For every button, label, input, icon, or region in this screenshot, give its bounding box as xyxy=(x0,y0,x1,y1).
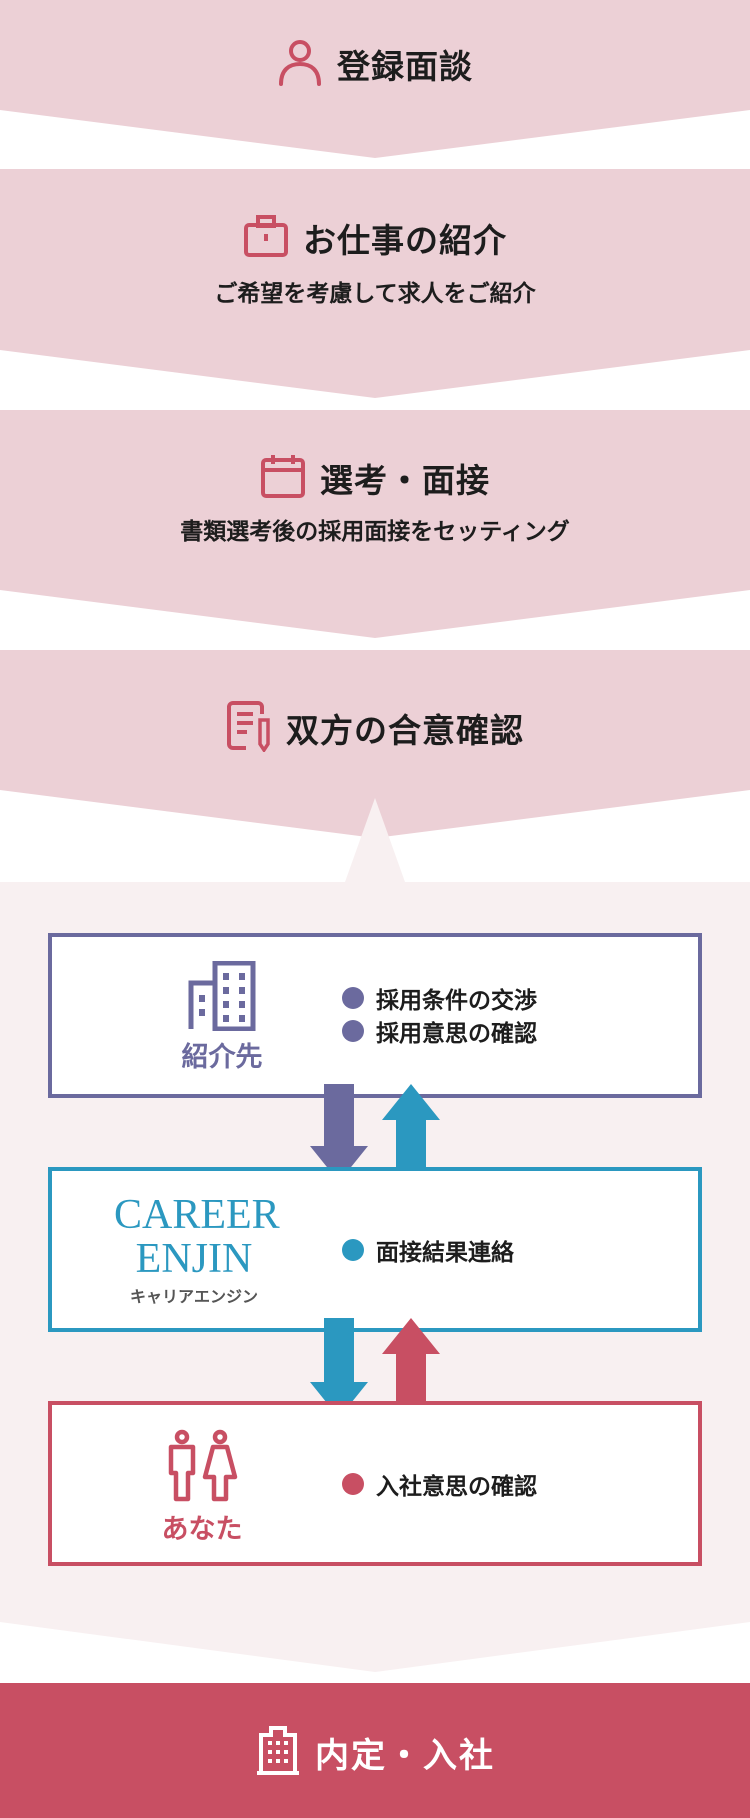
step-title: 登録面談 xyxy=(337,47,473,86)
final-title: 内定・入社 xyxy=(315,1735,495,1776)
step-job-introduction: お仕事の紹介 xyxy=(0,212,750,264)
company-bullets: 採用条件の交渉 採用意思の確認 xyxy=(342,981,537,1047)
bullet-text: 入社意思の確認 xyxy=(376,1473,537,1500)
you-bullets: 入社意思の確認 xyxy=(342,1467,537,1500)
people-icon xyxy=(142,1429,262,1505)
logo-kana: キャリアエンジン xyxy=(129,1287,258,1306)
step-selection-interview: 選考・面接 xyxy=(0,452,750,504)
arrow-down-icon xyxy=(310,1084,368,1182)
bullet-dot xyxy=(342,1472,364,1495)
bullet-dot xyxy=(342,986,364,1009)
bullet-item: 入社意思の確認 xyxy=(342,1467,537,1500)
bullet-text: 採用条件の交渉 xyxy=(376,987,537,1014)
step-band-3 xyxy=(0,410,750,638)
agent-box: CAREER ENJIN キャリアエンジン 面接結果連絡 xyxy=(48,1167,702,1332)
step-title: 双方の合意確認 xyxy=(286,711,524,750)
bullet-item: 採用意思の確認 xyxy=(342,1014,537,1047)
arrows-company-agent xyxy=(310,1084,440,1182)
you-box: あなた 入社意思の確認 xyxy=(48,1401,702,1566)
bullet-dot xyxy=(342,1019,364,1042)
step-mutual-agreement: 双方の合意確認 xyxy=(0,700,750,756)
career-enjin-logo: CAREER ENJIN キャリアエンジン xyxy=(114,1192,280,1307)
bullet-text: 採用意思の確認 xyxy=(376,1020,537,1047)
arrow-up-icon xyxy=(382,1084,440,1182)
arrow-down-icon xyxy=(310,1318,368,1418)
final-band xyxy=(0,1683,750,1818)
company-box: 紹介先 採用条件の交渉 採用意思の確認 xyxy=(48,933,702,1098)
company-label: 紹介先 xyxy=(181,1042,263,1073)
bullet-dot xyxy=(342,1238,364,1261)
logo-text-line2: ENJIN xyxy=(135,1236,253,1282)
briefcase-icon xyxy=(243,214,289,262)
user-icon xyxy=(277,37,323,91)
step-title: 選考・面接 xyxy=(320,461,490,500)
bullet-item: 面接結果連絡 xyxy=(342,1233,514,1266)
agent-bullets: 面接結果連絡 xyxy=(342,1233,514,1266)
step-band-2 xyxy=(0,169,750,398)
bullet-text: 面接結果連絡 xyxy=(376,1239,514,1266)
company-emblem: 紹介先 xyxy=(162,960,282,1074)
bullet-item: 採用条件の交渉 xyxy=(342,981,537,1014)
step-title: お仕事の紹介 xyxy=(303,221,507,260)
building-icon xyxy=(162,960,282,1033)
arrow-up-icon xyxy=(382,1318,440,1408)
step-registration: 登録面談 xyxy=(0,36,750,92)
arrows-agent-you xyxy=(310,1318,440,1418)
office-building-icon xyxy=(255,1725,301,1779)
calendar-icon xyxy=(260,453,306,503)
logo-text-line1: CAREER xyxy=(114,1192,280,1238)
you-label: あなた xyxy=(161,1514,243,1545)
you-emblem: あなた xyxy=(142,1429,262,1546)
step-band-4 xyxy=(0,650,750,838)
document-pen-icon xyxy=(226,700,272,756)
step-offer-joining: 内定・入社 xyxy=(0,1724,750,1780)
step-subtitle: ご希望を考慮して求人をご紹介 xyxy=(214,281,536,307)
step-band-1 xyxy=(0,0,750,158)
step-subtitle: 書類選考後の採用面接をセッティング xyxy=(180,519,570,545)
